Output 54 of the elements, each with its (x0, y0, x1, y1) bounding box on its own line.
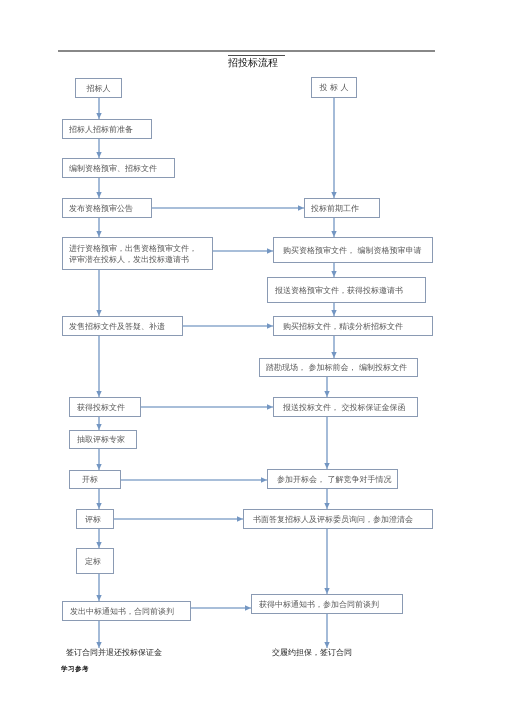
arrow (324, 489, 330, 509)
process-box: 进行资格预审，出售资格预审文件，评审潜在投标人，发出投标邀请书 (62, 237, 213, 270)
process-box: 投标前期工作 (304, 198, 380, 218)
process-box: 抽取评标专家 (69, 430, 137, 449)
arrow (141, 404, 273, 410)
arrow (324, 377, 330, 397)
arrow (96, 574, 102, 601)
arrow (152, 205, 304, 211)
process-box: 开标 (69, 470, 121, 489)
arrow (331, 218, 337, 237)
arrow (96, 449, 102, 470)
arrow (96, 270, 102, 316)
arrow (324, 529, 330, 594)
arrow (96, 98, 102, 119)
process-box: 书面答复招标人及评标委员询问，参加澄清会 (243, 509, 433, 529)
process-box: 报送投标文件， 交投标保证金保函 (273, 397, 418, 417)
process-box: 获得中标通知书，参加合同前谈判 (251, 594, 403, 614)
process-box: 招标人招标前准备 (62, 119, 152, 139)
arrow (96, 336, 102, 397)
process-box: 发出中标通知书，合同前谈判 (62, 601, 191, 621)
arrow (96, 139, 102, 158)
arrow (331, 263, 337, 277)
process-box: 获得投标文件 (69, 397, 141, 417)
arrow (121, 477, 267, 483)
arrow (96, 178, 102, 198)
process-box: 购买招标文件，精读分析招标文件 (273, 316, 433, 336)
arrow (331, 98, 337, 198)
actor-box: 招标人 (75, 78, 122, 98)
process-box: 踏勘现场， 参加标前会， 编制投标文件 (259, 358, 418, 377)
arrow (96, 621, 102, 648)
arrow (114, 516, 243, 522)
outcome-text: 交履约担保，签订合同 (272, 648, 352, 658)
process-box: 参加开标会， 了解竞争对手情况 (267, 469, 398, 489)
process-box: 评标 (76, 509, 114, 529)
arrow (213, 248, 273, 254)
arrow (331, 303, 337, 316)
process-box: 发布资格预审公告 (62, 198, 152, 218)
arrow (183, 323, 273, 329)
arrow (96, 417, 102, 430)
arrow (324, 417, 330, 469)
actor-box: 投 标 人 (311, 77, 357, 98)
title: 招投标流程 (228, 58, 278, 70)
process-box: 购买资格预审文件， 编制资格预审申请 (273, 237, 433, 263)
process-box: 定标 (76, 548, 114, 574)
process-box: 编制资格预审、招标文件 (62, 158, 175, 178)
arrow (96, 489, 102, 509)
arrow (331, 336, 337, 358)
arrow (96, 218, 102, 237)
arrow (324, 614, 330, 648)
arrow (96, 529, 102, 548)
outcome-text: 签订合同并退还投标保证金 (66, 648, 162, 658)
process-box: 发售招标文件及答疑、补遗 (62, 316, 183, 336)
process-box: 报送资格预审文件，获得投标邀请书 (267, 277, 426, 303)
arrow (191, 605, 251, 611)
